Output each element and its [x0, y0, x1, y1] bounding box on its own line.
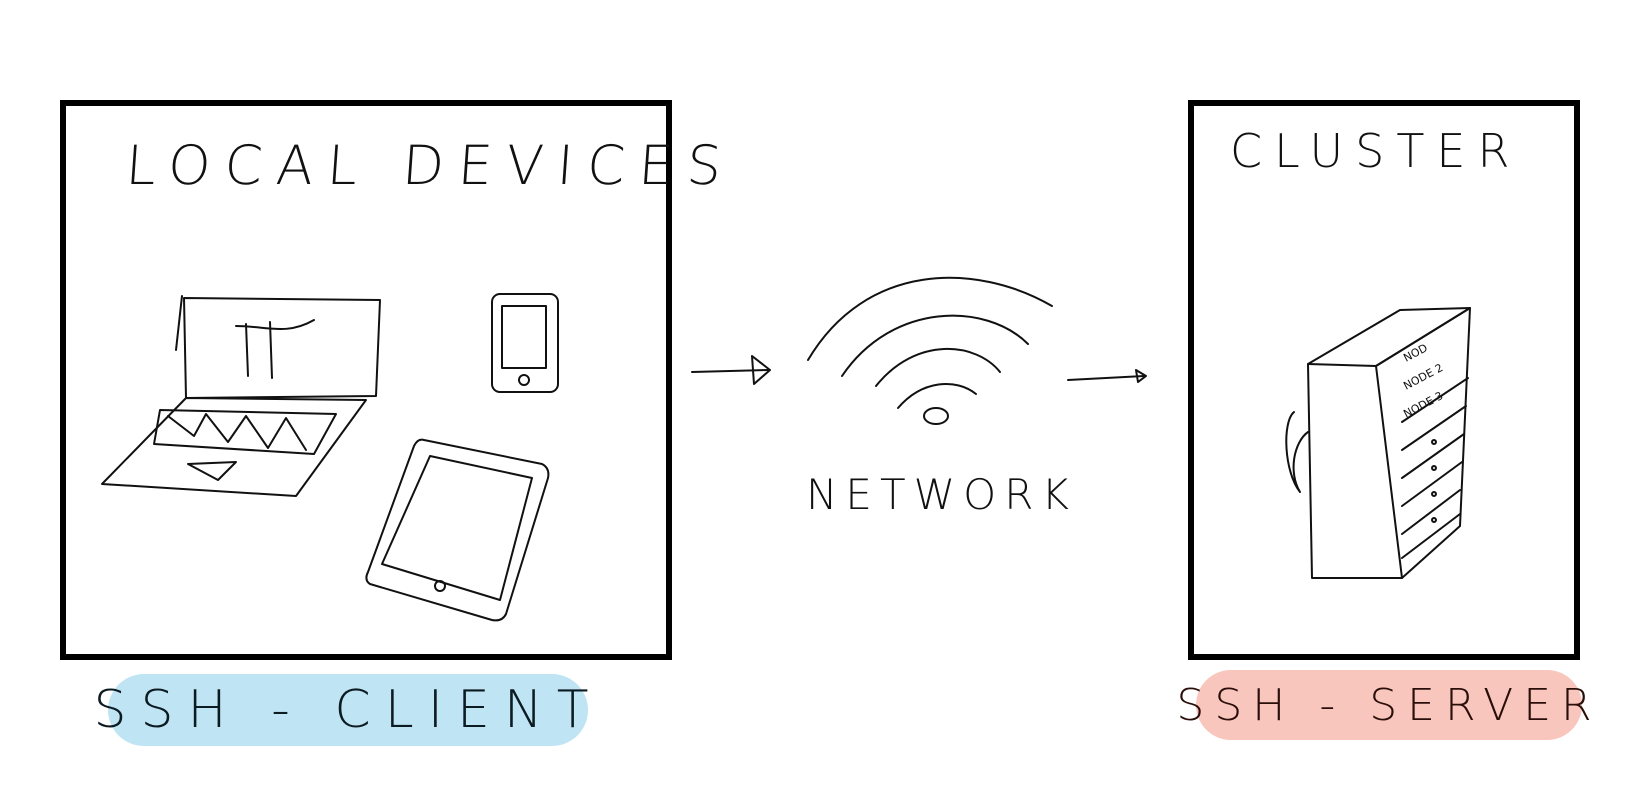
arrow-right-icon — [691, 355, 771, 385]
network-label: NETWORK — [806, 470, 1077, 519]
ssh-client-badge: SSH - CLIENT — [93, 674, 589, 746]
node-label: NOD — [1401, 341, 1429, 364]
tablet-icon — [365, 438, 550, 622]
local-devices-title: LOCAL DEVICES — [123, 134, 738, 197]
node-label: NODE 3 — [1401, 389, 1445, 421]
local-devices-panel: LOCAL DEVICES — [60, 100, 737, 660]
wifi-icon — [807, 276, 1053, 425]
cluster-panel: CLUSTER NOD NODE 2 NODE 3 — [1188, 100, 1580, 660]
phone-icon — [491, 293, 559, 393]
arrow-right-icon — [1067, 369, 1147, 383]
ssh-server-badge: SSH - SERVER — [1176, 670, 1592, 740]
node-label: NODE 2 — [1401, 361, 1445, 393]
cluster-title: CLUSTER — [1230, 124, 1522, 178]
laptop-icon — [101, 295, 381, 497]
server-rack-icon: NOD NODE 2 NODE 3 — [1285, 307, 1471, 579]
